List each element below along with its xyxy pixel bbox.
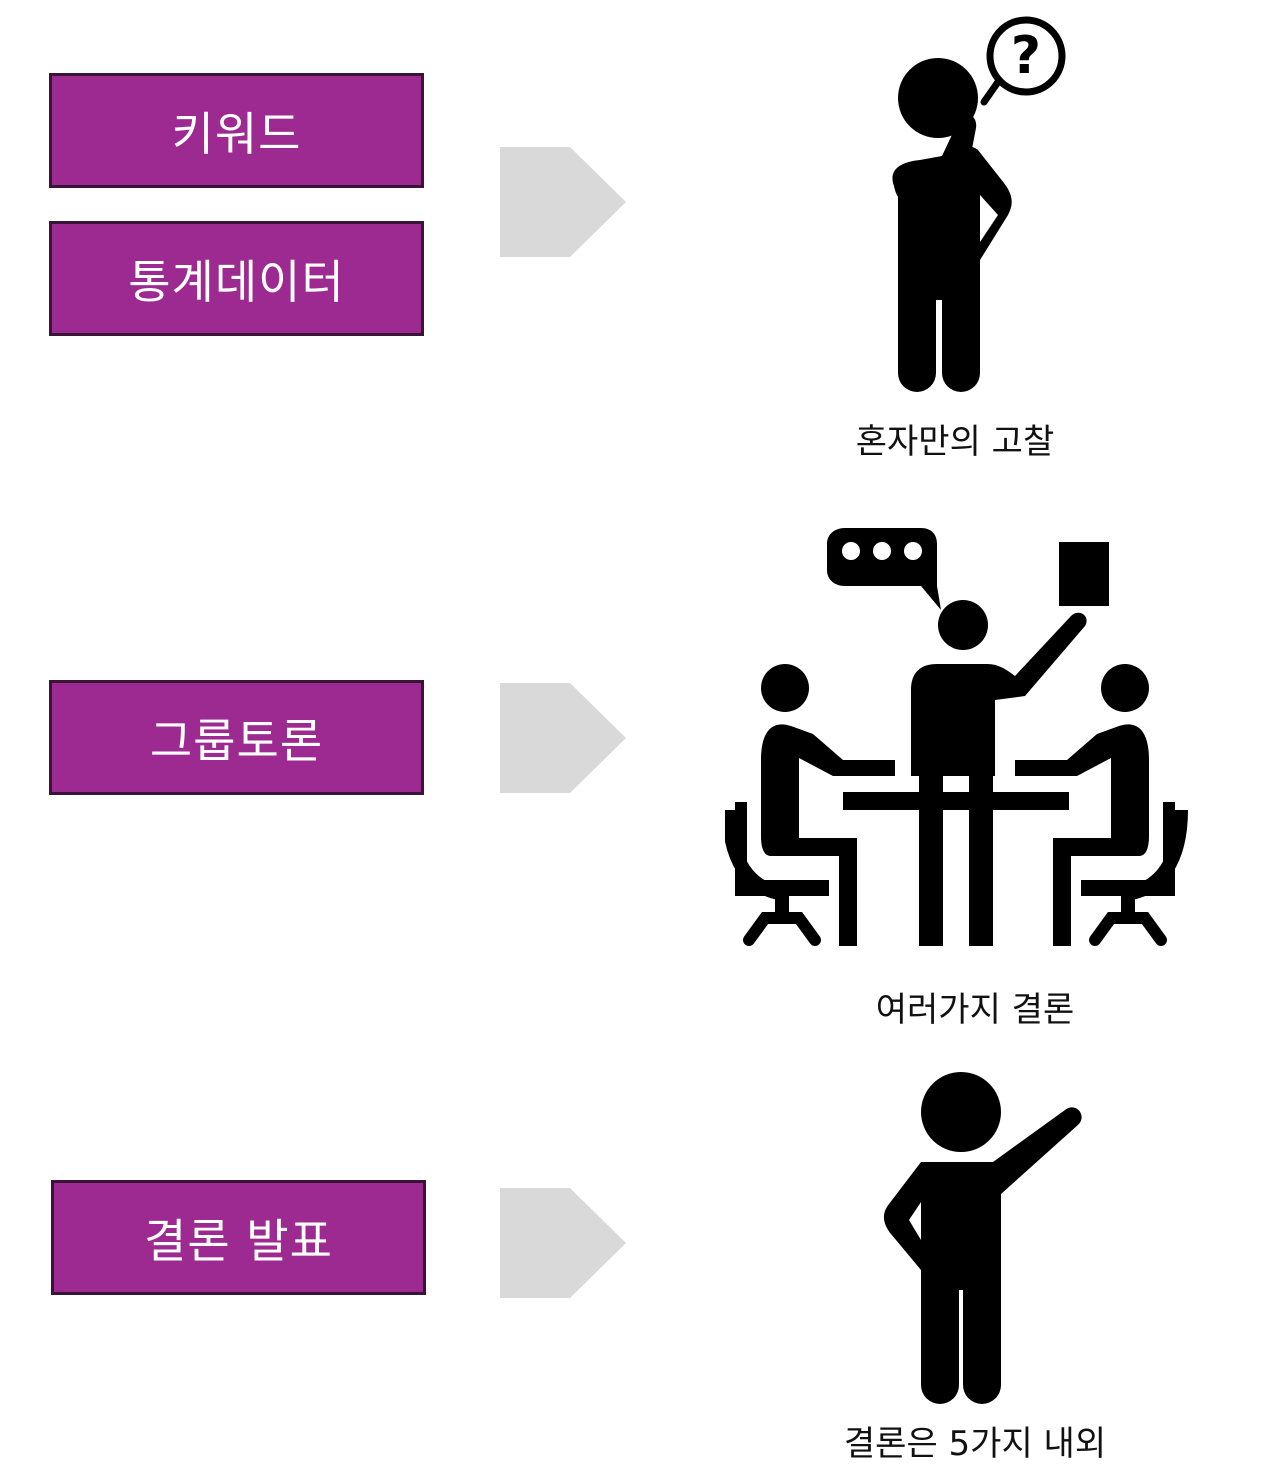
group-discussion-box: 그룹토론 — [49, 680, 424, 795]
caption-conclusion-count: 결론은 5가지 내외 — [843, 1424, 1107, 1464]
presenting-person-icon — [883, 1072, 1082, 1404]
thinking-person-icon: ? — [892, 16, 1066, 392]
group-meeting-icon — [725, 528, 1188, 946]
arrow-right-icon — [500, 147, 626, 257]
arrow-right-icon — [500, 1188, 626, 1298]
caption-various-conclusions: 여러가지 결론 — [875, 990, 1075, 1030]
arrow-right-icon — [500, 683, 626, 793]
caption-alone-reflection: 혼자만의 고찰 — [855, 422, 1055, 462]
svg-text:?: ? — [1011, 26, 1041, 86]
keyword-box: 키워드 — [49, 73, 424, 188]
statistics-data-box: 통계데이터 — [49, 221, 424, 336]
conclusion-presentation-box: 결론 발표 — [51, 1180, 426, 1295]
